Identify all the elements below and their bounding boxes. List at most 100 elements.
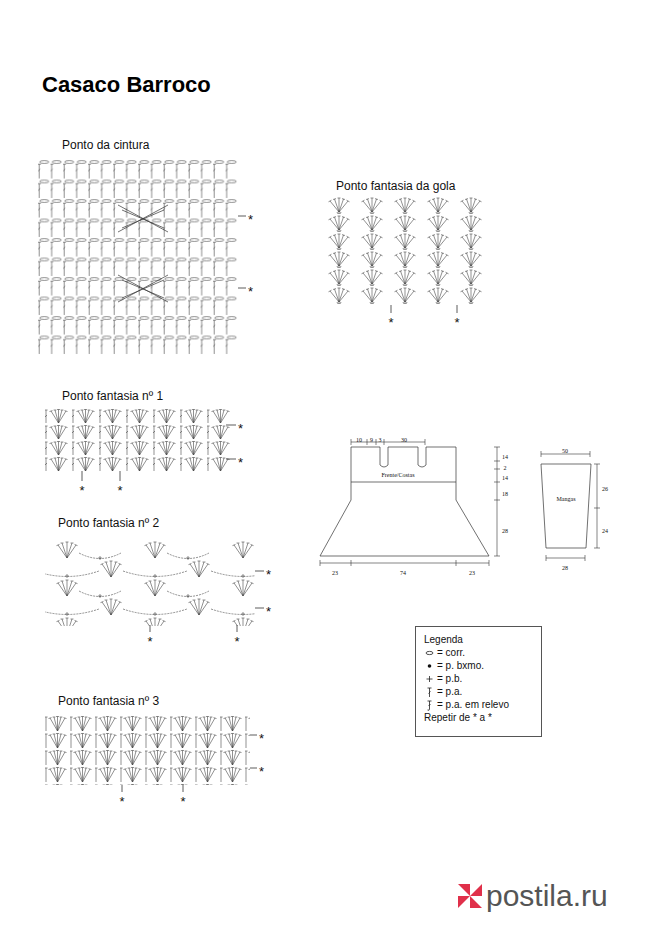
- fancy-chart-3: [45, 715, 250, 785]
- repeat-mark: *: [180, 795, 185, 810]
- legend-row: = p.b.: [424, 672, 533, 685]
- repeat-mark-anchor: *: [388, 313, 393, 331]
- page-title-anchor: Casaco Barroco: [42, 72, 211, 97]
- repeat-mark: *: [79, 484, 84, 499]
- dimension-label-anchor: 28: [502, 519, 508, 537]
- chart-heading-anchor: Ponto fantasia nº 1: [62, 386, 163, 404]
- dimension-label-anchor: 28: [562, 556, 568, 574]
- legend-symbol: [424, 647, 435, 659]
- legend-text: = p.a. em relevo: [437, 698, 509, 711]
- dimension-label: 24: [602, 528, 608, 535]
- repeat-mark: *: [248, 285, 253, 300]
- repeat-mark-anchor: *: [119, 792, 124, 810]
- watermark: postila.ru: [486, 879, 608, 914]
- chart-heading: Ponto da cintura: [62, 139, 149, 153]
- dimension-lines: [320, 439, 600, 566]
- fancy-chart-1: [45, 408, 234, 472]
- legend-symbol: [424, 686, 435, 698]
- chart-heading: Ponto fantasia nº 3: [58, 695, 159, 709]
- legend-symbol: [424, 673, 435, 685]
- repeat-mark-anchor: *: [259, 762, 264, 780]
- dimension-label-anchor: 14: [502, 466, 508, 484]
- chart-heading: Ponto fantasia nº 2: [58, 517, 159, 531]
- waist-chart: [38, 160, 238, 355]
- front-back-panel: Frente/Costas: [318, 445, 494, 559]
- sleeve-panel: Mangas: [539, 462, 593, 550]
- dimension-label: 23: [469, 570, 475, 577]
- repeat-mark: *: [147, 635, 152, 650]
- legend-heading-text: Legenda: [424, 633, 463, 646]
- fancy-chart-2: [45, 540, 255, 626]
- legend-symbol: [424, 660, 435, 672]
- chart-heading-anchor: Ponto fantasia da gola: [336, 176, 455, 194]
- repeat-mark: *: [388, 316, 393, 331]
- repeat-mark-anchor: *: [248, 282, 253, 300]
- dimension-label-anchor: 18: [502, 482, 508, 500]
- page-title: Casaco Barroco: [42, 72, 211, 97]
- dimension-label: 50: [562, 448, 568, 455]
- dimension-label-anchor: 50: [562, 439, 568, 457]
- repeat-mark-anchor: *: [238, 419, 243, 437]
- panel-label: Mangas: [557, 496, 576, 503]
- repeat-mark: *: [117, 484, 122, 499]
- dimension-label: 26: [602, 486, 608, 493]
- legend-note: Repetir de * a *: [424, 711, 533, 724]
- repeat-mark-anchor: *: [454, 313, 459, 331]
- repeat-mark: *: [234, 635, 239, 650]
- dimension-label: 9: [370, 437, 373, 444]
- legend-box: Legenda= corr.= p. bxmo.= p.b.= p.a.= p.…: [415, 626, 542, 737]
- repeat-mark: *: [238, 456, 243, 471]
- repeat-mark-anchor: *: [266, 565, 271, 583]
- collar-chart: [323, 196, 488, 304]
- repeat-mark: *: [259, 765, 264, 780]
- dimension-label: 30: [401, 437, 407, 444]
- legend-row: = corr.: [424, 646, 533, 659]
- legend-note-text: Repetir de * a *: [424, 711, 492, 724]
- dimension-label: 3: [379, 437, 382, 444]
- legend-symbol: [424, 699, 435, 711]
- dimension-label: 18: [502, 491, 508, 498]
- repeat-mark: *: [259, 732, 264, 747]
- chart-heading: Ponto fantasia nº 1: [62, 390, 163, 404]
- dimension-label-anchor: 74: [400, 561, 406, 579]
- dimension-label-anchor: 30: [401, 428, 407, 446]
- chart-heading-anchor: Ponto fantasia nº 2: [58, 513, 159, 531]
- dimension-label: 23: [332, 570, 338, 577]
- dimension-label: 10: [356, 437, 362, 444]
- legend-row: = p.a. em relevo: [424, 698, 533, 711]
- dimension-label: 74: [400, 570, 406, 577]
- dimension-label-anchor: 10: [356, 428, 362, 446]
- legend-text: = p.a.: [437, 685, 462, 698]
- dimension-label-anchor: 24: [602, 519, 608, 537]
- dimension-label: 14: [502, 475, 508, 482]
- repeat-mark: *: [119, 795, 124, 810]
- repeat-mark-anchor: *: [147, 632, 152, 650]
- repeat-mark-anchor: *: [259, 729, 264, 747]
- legend-text: = p. bxmo.: [437, 659, 484, 672]
- dimension-label-anchor: 3: [379, 428, 382, 446]
- legend-row: = p.a.: [424, 685, 533, 698]
- chart-heading-anchor: Ponto fantasia nº 3: [58, 691, 159, 709]
- dimension-label: 28: [502, 528, 508, 535]
- repeat-mark-anchor: *: [248, 210, 253, 228]
- dimension-label: 14: [502, 454, 508, 461]
- dimension-label-anchor: 26: [602, 477, 608, 495]
- panel-label: Frente/Costas: [382, 472, 415, 479]
- repeat-mark: *: [238, 422, 243, 437]
- legend-heading: Legenda: [424, 633, 533, 646]
- dimension-label: 28: [562, 565, 568, 572]
- repeat-mark-anchor: *: [79, 481, 84, 499]
- dimension-label-anchor: 23: [332, 561, 338, 579]
- panel-outline: [318, 445, 494, 559]
- repeat-mark-anchor: *: [180, 792, 185, 810]
- legend-row: = p. bxmo.: [424, 659, 533, 672]
- dimension-label-anchor: 23: [469, 561, 475, 579]
- repeat-mark-anchor: *: [238, 453, 243, 471]
- cable-crossings: [118, 205, 168, 302]
- chart-heading: Ponto fantasia da gola: [336, 180, 455, 194]
- dimension-label-anchor: 9: [370, 428, 373, 446]
- repeat-mark: *: [454, 316, 459, 331]
- legend-text: = p.b.: [437, 672, 462, 685]
- dimension-label: 2: [504, 465, 507, 472]
